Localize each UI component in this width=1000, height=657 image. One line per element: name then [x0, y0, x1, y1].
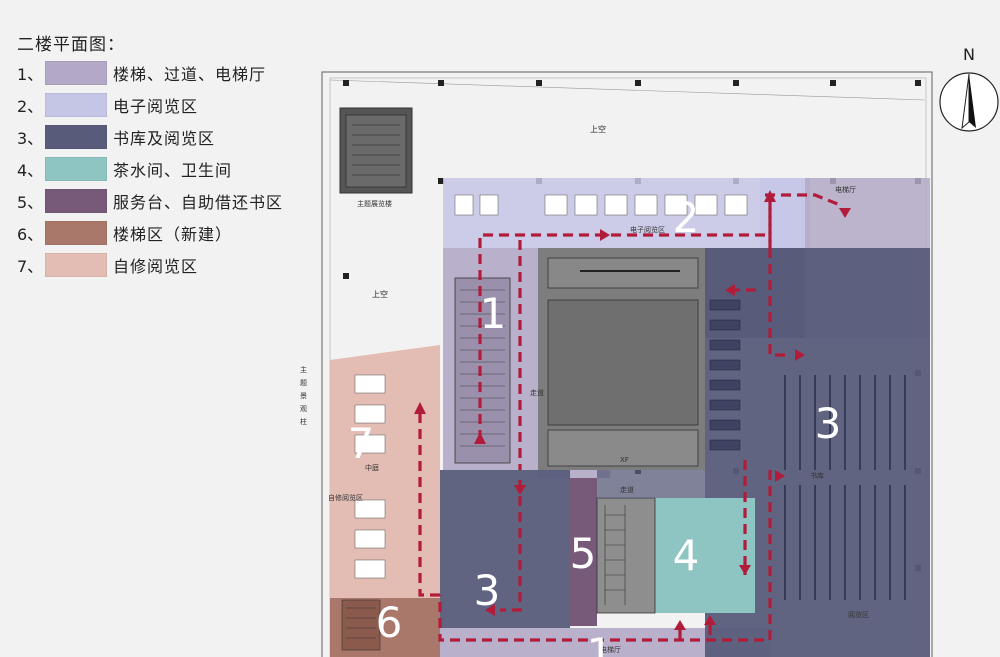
main-tower-label: 主题展览楼: [357, 199, 392, 208]
zone-tea-wc: [655, 498, 755, 613]
north-arrow: N: [938, 40, 1000, 136]
corridor-label: 走道: [530, 388, 544, 397]
corridor-label-2: 走道: [620, 485, 634, 494]
svg-text:观: 观: [300, 405, 307, 413]
zone-number-3-right: 3: [815, 399, 842, 448]
legend-item-number: 7、: [17, 257, 44, 276]
legend-item-label: 服务台、自助借还书区: [113, 193, 284, 212]
svg-text:题: 题: [300, 379, 307, 387]
legend-item: 7、 自修阅览区: [17, 253, 198, 277]
zone-number-1-bottom: 1: [587, 629, 614, 657]
svg-text:主: 主: [300, 365, 307, 374]
void-label-1: 上空: [590, 124, 606, 134]
bookshelves: [784, 375, 906, 600]
legend-swatch: [45, 157, 107, 181]
zone-number-6: 6: [376, 598, 403, 647]
circulation-paths: [418, 193, 841, 642]
legend-item-label: 茶水间、卫生间: [113, 161, 233, 180]
legend-item-number: 1、: [17, 65, 44, 84]
legend: 二楼平面图： 1、 楼梯、过道、电梯厅 2、 电子阅览区 3、 书库及阅览区 4、 茶水间、卫…: [0, 0, 320, 300]
svg-text:柱: 柱: [300, 417, 307, 426]
atrium-label: 中庭: [365, 463, 379, 472]
legend-item: 3、 书库及阅览区: [17, 125, 215, 149]
zone-number-5: 5: [570, 529, 597, 578]
legend-title: 二楼平面图：: [17, 35, 125, 55]
zone-number-7: 7: [348, 419, 375, 468]
building-outline: [321, 71, 933, 657]
zone-number-3-left: 3: [474, 566, 501, 615]
zone-number-2: 2: [673, 193, 700, 242]
legend-swatch: [45, 125, 107, 149]
legend-item-number: 5、: [17, 193, 44, 212]
legend-item: 2、 电子阅览区: [17, 93, 198, 117]
self-study-label: 自修阅览区: [328, 493, 363, 502]
e-reading-desks: [454, 194, 748, 216]
legend-item: 5、 服务台、自助借还书区: [17, 189, 283, 213]
zone-stacks-left: [440, 470, 570, 628]
legend-item: 4、 茶水间、卫生间: [17, 157, 232, 181]
legend-swatch: [45, 221, 107, 245]
zone-number-4: 4: [673, 531, 700, 580]
void-label-2: 上空: [372, 289, 388, 299]
legend-item-number: 2、: [17, 97, 44, 116]
grand-stair: [454, 277, 511, 464]
elevator-hall-label-2: 电梯厅: [835, 185, 856, 194]
e-reading-label: 电子阅览区: [630, 225, 665, 234]
legend-swatch: [45, 253, 107, 277]
zone-service-desk: [570, 478, 597, 626]
legend-item: 1、 楼梯、过道、电梯厅: [17, 61, 266, 85]
legend-item-number: 4、: [17, 161, 44, 180]
compass-icon: N: [939, 45, 999, 132]
reading-label: 阅览区: [848, 610, 869, 619]
legend-swatch: [45, 189, 107, 213]
legend-item-label: 楼梯区（新建）: [113, 225, 233, 244]
xf-label: XF: [620, 456, 629, 464]
stacks-label: 书库: [810, 471, 824, 480]
pillar-note: 主 题 景 观 柱: [300, 365, 307, 426]
legend-swatch: [45, 61, 107, 85]
compass-label: N: [963, 45, 975, 64]
legend-item-number: 6、: [17, 225, 44, 244]
legend-item-number: 3、: [17, 129, 44, 148]
zone-number-1: 1: [480, 289, 507, 338]
legend-item-label: 自修阅览区: [113, 257, 199, 276]
legend-item-label: 书库及阅览区: [113, 129, 216, 148]
legend-swatch: [45, 93, 107, 117]
self-study-desks: [354, 374, 386, 579]
elevator-hall-label: 电梯厅: [600, 645, 621, 654]
legend-item-label: 楼梯、过道、电梯厅: [113, 65, 267, 84]
legend-item-label: 电子阅览区: [113, 97, 199, 116]
svg-text:景: 景: [300, 392, 307, 400]
legend-item: 6、 楼梯区（新建）: [17, 221, 232, 245]
